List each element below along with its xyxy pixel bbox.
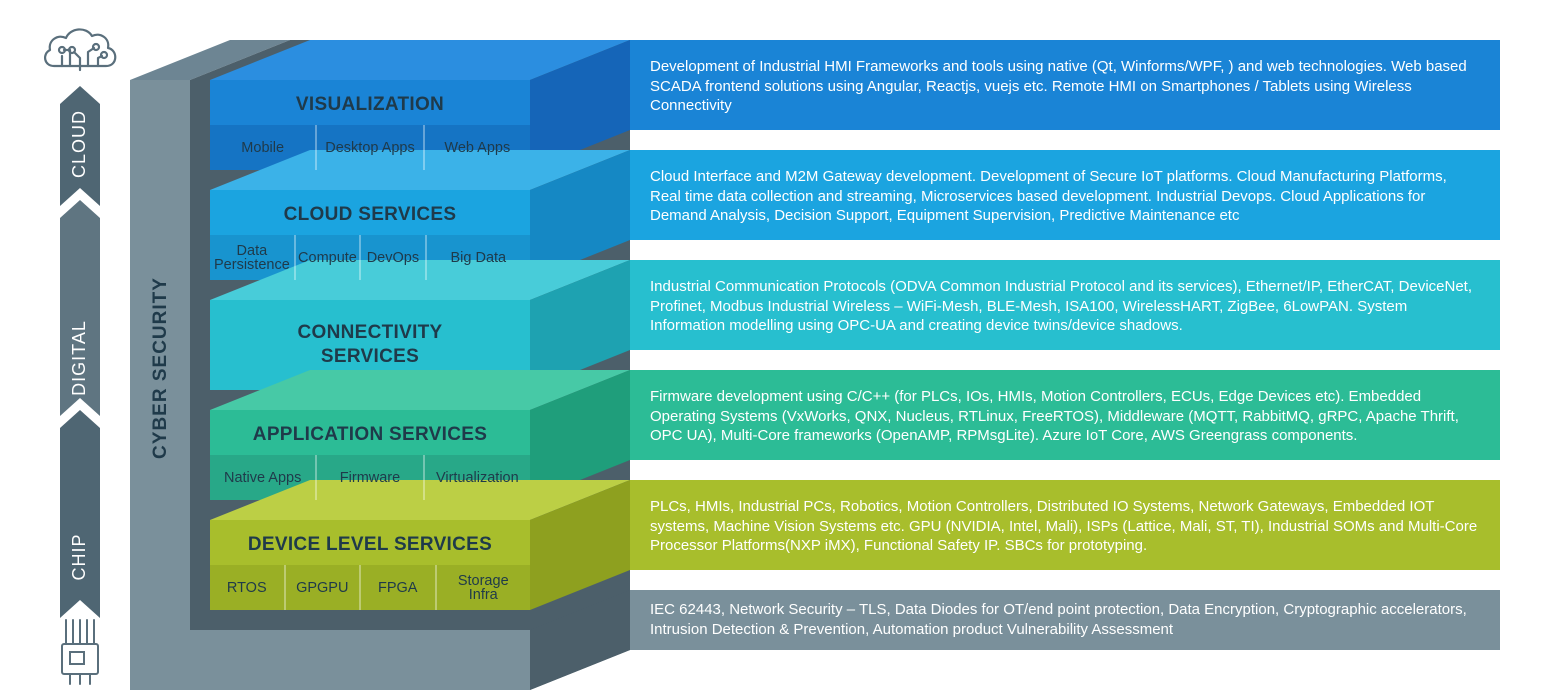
cloud-circuit-icon xyxy=(44,28,117,72)
side-progress-arrow xyxy=(44,28,117,685)
item-gpgpu: GPGPU xyxy=(283,565,360,610)
device-level-description: PLCs, HMIs, Industrial PCs, Robotics, Mo… xyxy=(630,480,1500,570)
visualization-layer: VISUALIZATION Mobile Desktop Apps Web Ap… xyxy=(210,80,530,170)
cloud-services-description: Cloud Interface and M2M Gateway developm… xyxy=(630,150,1500,240)
connectivity-title-line2: SERVICES xyxy=(320,346,420,367)
device-level-title: DEVICE LEVEL SERVICES xyxy=(247,534,493,555)
item-devops: DevOps xyxy=(359,235,424,280)
device-level-items: RTOS GPGPU FPGA Storage Infra xyxy=(210,565,530,610)
item-data-persistence: Data Persistence xyxy=(214,242,290,273)
connectivity-title-line1: CONNECTIVITY xyxy=(297,322,443,343)
application-title: APPLICATION SERVICES xyxy=(252,424,488,445)
chip-segment xyxy=(60,410,100,618)
item-virtualization: Virtualization xyxy=(422,455,530,500)
connectivity-layer: CONNECTIVITY SERVICES xyxy=(210,300,530,390)
application-description: Firmware development using C/C++ (for PL… xyxy=(630,370,1500,460)
cloud-segment xyxy=(60,86,100,206)
application-block xyxy=(210,370,630,500)
visualization-title: VISUALIZATION xyxy=(295,94,445,115)
digital-segment xyxy=(60,200,100,416)
application-layer: APPLICATION SERVICES Native Apps Firmwar… xyxy=(210,410,530,500)
item-big-data: Big Data xyxy=(424,235,530,280)
item-mobile: Mobile xyxy=(241,139,285,156)
cloud-services-items: Data Persistence Compute DevOps Big Data xyxy=(210,235,530,280)
item-storage-infra: Storage Infra xyxy=(434,565,531,610)
cloud-services-title: CLOUD SERVICES xyxy=(283,204,457,225)
item-web-apps: Web Apps xyxy=(422,125,530,170)
security-description: IEC 62443, Network Security – TLS, Data … xyxy=(630,590,1500,650)
item-firmware: Firmware xyxy=(315,455,422,500)
layer-stack xyxy=(210,40,630,610)
item-compute: Compute xyxy=(293,235,359,280)
chip-icon xyxy=(61,619,99,685)
connectivity-description: Industrial Communication Protocols (ODVA… xyxy=(630,260,1500,350)
application-items: Native Apps Firmware Virtualization xyxy=(210,455,530,500)
device-level-layer: DEVICE LEVEL SERVICES RTOS GPGPU FPGA St… xyxy=(210,520,530,610)
item-native-apps: Native Apps xyxy=(223,469,302,486)
visualization-description: Development of Industrial HMI Frameworks… xyxy=(630,40,1500,130)
cloud-services-layer: CLOUD SERVICES Data Persistence Compute … xyxy=(210,190,530,280)
item-fpga: FPGA xyxy=(359,565,435,610)
item-rtos: RTOS xyxy=(226,579,267,596)
device-level-block xyxy=(210,480,630,610)
cloud-services-block xyxy=(210,150,630,280)
item-desktop-apps: Desktop Apps xyxy=(315,125,422,170)
visualization-items: Mobile Desktop Apps Web Apps xyxy=(210,125,530,170)
